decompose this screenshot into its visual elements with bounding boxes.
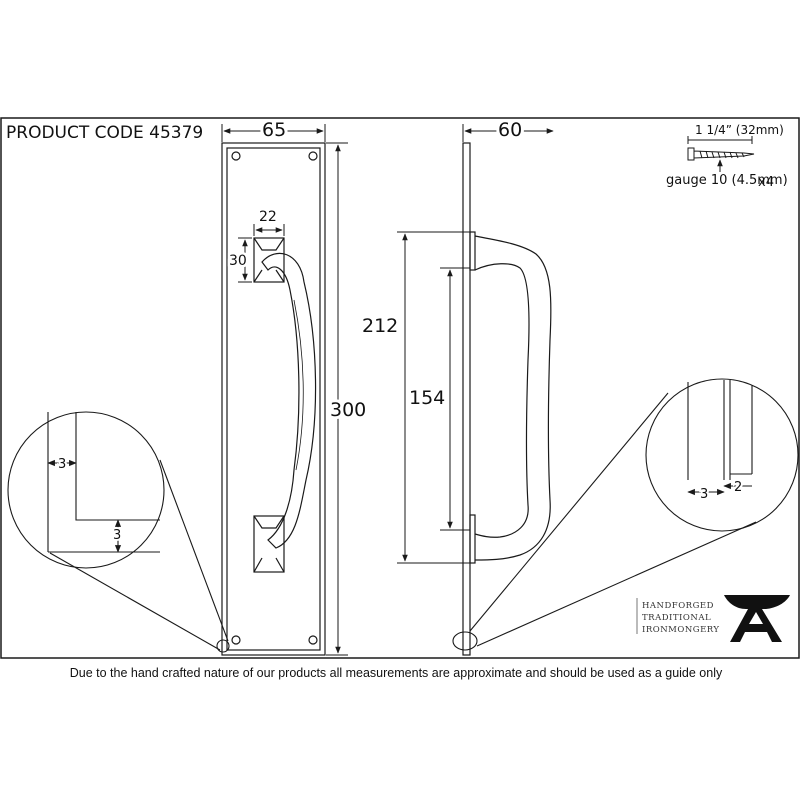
drawing-frame xyxy=(0,117,800,659)
front-view xyxy=(221,142,326,656)
side-backplate xyxy=(462,142,471,656)
handle-grip xyxy=(261,252,317,549)
bottom-mount-pad xyxy=(253,515,285,573)
backplate xyxy=(221,142,326,656)
screw-spec xyxy=(687,136,755,172)
detail-origin-left xyxy=(216,639,230,653)
detail-callout-left xyxy=(7,411,230,653)
backplate-inner xyxy=(226,147,321,651)
side-handle-profile xyxy=(474,235,552,561)
screw-hole-bottom-right xyxy=(308,635,318,645)
screw-hole-top-left xyxy=(231,151,241,161)
product-code: PRODUCT CODE 45379 xyxy=(6,123,203,143)
detail-right-dim-a: 3 xyxy=(700,487,708,502)
side-dimensions xyxy=(397,124,554,564)
pad-width-label: 22 xyxy=(259,209,277,225)
detail-left-dim-b: 3 xyxy=(113,528,121,543)
plate-span-label: 212 xyxy=(362,315,398,337)
screw-gauge-label: gauge 10 (4.5mm) xyxy=(666,173,788,188)
detail-circle-left xyxy=(7,411,165,569)
brand-line-3: IRONMONGERY xyxy=(642,625,720,635)
detail-left-dim-a: 3 xyxy=(58,457,66,472)
projection-label: 60 xyxy=(498,119,522,141)
width-label: 65 xyxy=(262,119,286,141)
brand-line-2: TRADITIONAL xyxy=(642,613,711,623)
detail-right-dim-b: 2 xyxy=(734,480,742,495)
top-mount-pad xyxy=(253,237,285,283)
pad-height-label: 30 xyxy=(229,253,247,269)
screw-quantity-label: x4 xyxy=(758,175,774,190)
height-label: 300 xyxy=(330,399,366,421)
detail-origin-right xyxy=(452,631,478,651)
detail-callout-right xyxy=(452,378,799,651)
grip-span-label: 154 xyxy=(409,387,445,409)
brand-line-1: HANDFORGED xyxy=(642,601,714,611)
side-view xyxy=(462,142,552,656)
screw-icon xyxy=(687,147,755,161)
screw-hole-top-right xyxy=(308,151,318,161)
anvil-a-logo xyxy=(724,595,790,642)
screw-hole-bottom-left xyxy=(231,635,241,645)
screw-length-label: 1 1/4” (32mm) xyxy=(695,123,784,137)
disclaimer-text: Due to the hand crafted nature of our pr… xyxy=(70,666,723,680)
front-dimensions xyxy=(221,124,348,656)
detail-circle-right xyxy=(645,378,799,532)
